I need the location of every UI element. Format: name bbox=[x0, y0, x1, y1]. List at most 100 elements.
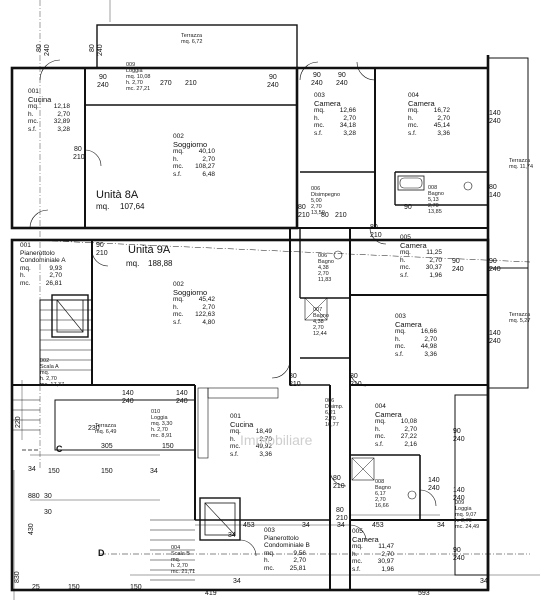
dim-label: 305 bbox=[101, 443, 113, 450]
elevator bbox=[199, 497, 241, 541]
dim-label: 80 bbox=[289, 373, 297, 380]
door bbox=[299, 61, 319, 81]
dim-label: 140 bbox=[489, 330, 501, 337]
door bbox=[239, 539, 257, 557]
dim-label: 210 bbox=[333, 483, 345, 490]
room-label: 005 Camera mq.11,47 h.2,70 mc.30,97 s.f.… bbox=[352, 528, 394, 573]
terrace bbox=[487, 267, 529, 389]
dim-label: 140 bbox=[489, 192, 501, 199]
dim-label: 80 bbox=[336, 507, 344, 514]
dim-label: 140 bbox=[428, 477, 440, 484]
door bbox=[91, 249, 109, 267]
dim-label: 90 bbox=[338, 72, 346, 79]
dim-label: 90 bbox=[453, 547, 461, 554]
unit-8a-title: Unità 8A bbox=[96, 189, 139, 201]
dim-label: 34 bbox=[233, 578, 241, 585]
room-name: Camera bbox=[400, 240, 427, 250]
dim-label: 240 bbox=[122, 398, 134, 405]
room-name: Camera bbox=[375, 409, 402, 419]
dim-label: 150 bbox=[162, 443, 174, 450]
door bbox=[349, 369, 367, 387]
dim-label: 453 bbox=[372, 522, 384, 529]
loggia bbox=[54, 399, 196, 451]
room-number: 002 bbox=[173, 281, 184, 288]
dim-label: 210 bbox=[185, 80, 197, 87]
dim-label: 80 bbox=[89, 44, 96, 52]
toilet bbox=[407, 490, 417, 500]
dim-label: 80 bbox=[350, 373, 358, 380]
dim-label: 34 bbox=[437, 522, 445, 529]
room-label: 003 Camera mq.12,66 h.2,70 mc.34,18 s.f.… bbox=[314, 92, 356, 137]
dim-label: 25 bbox=[32, 584, 40, 591]
shower bbox=[304, 297, 328, 321]
elevator bbox=[51, 294, 89, 338]
dim-label: 240 bbox=[267, 82, 279, 89]
dim-label: 419 bbox=[205, 590, 217, 597]
door bbox=[369, 227, 387, 245]
room-name: Camera bbox=[395, 319, 422, 329]
dim-label: 593 bbox=[418, 590, 430, 597]
room-number: 005 bbox=[400, 234, 411, 241]
room-number: 001 bbox=[230, 413, 241, 420]
dim-label: 240 bbox=[453, 436, 465, 443]
dim-label: 30 bbox=[44, 493, 52, 500]
room-number: 001 bbox=[28, 88, 39, 95]
dim-label: 80 bbox=[298, 204, 306, 211]
room-label: 005 Camera mq.11,25 h.2,70 mc.30,37 s.f.… bbox=[400, 234, 442, 279]
dim-label: 90 bbox=[452, 258, 460, 265]
room-number: 004 bbox=[375, 403, 386, 410]
room-label: 004 Camera mq.10,08 h.2,70 mc.27,22 s.f.… bbox=[375, 403, 417, 448]
unit-8a-mq: 107,64 bbox=[120, 202, 145, 211]
dim-label: 90 bbox=[489, 258, 497, 265]
dim-label: 80 bbox=[321, 212, 329, 219]
watermark: Immobiliare bbox=[240, 432, 313, 448]
dim-label: 140 bbox=[489, 110, 501, 117]
room-name: Camera bbox=[408, 98, 435, 108]
door bbox=[419, 489, 437, 507]
dim-label: 150 bbox=[48, 468, 60, 475]
shower bbox=[351, 457, 375, 481]
dim-label: 140 bbox=[122, 390, 134, 397]
dim-label: 150 bbox=[130, 584, 142, 591]
dim-label: 34 bbox=[28, 466, 36, 473]
room-name: Camera bbox=[314, 98, 341, 108]
kitchen-counter bbox=[207, 387, 279, 399]
dim-label: 90 bbox=[269, 74, 277, 81]
dim-label: 210 bbox=[289, 381, 301, 388]
landing-label: 001 Pianerottolo Condominiale A mq.9,93 … bbox=[20, 242, 66, 287]
dim-label: 80 bbox=[74, 146, 82, 153]
room-name: Soggiorno bbox=[173, 287, 208, 297]
dim-label: 453 bbox=[243, 522, 255, 529]
dim-label: 240 bbox=[428, 485, 440, 492]
dim-label: 240 bbox=[489, 338, 501, 345]
dim-label: 240 bbox=[44, 44, 51, 56]
unit-9a-mq-label: mq. bbox=[126, 259, 140, 268]
dim-label: 240 bbox=[336, 80, 348, 87]
dim-label: 90 bbox=[453, 428, 461, 435]
dim-label: 240 bbox=[97, 44, 104, 56]
dim-label: 80 bbox=[489, 184, 497, 191]
dim-label: 240 bbox=[311, 80, 323, 87]
dim-label: 80 bbox=[333, 475, 341, 482]
dim-label: 34 bbox=[337, 522, 345, 529]
dim-label: 240 bbox=[489, 118, 501, 125]
dim-label: 210 bbox=[298, 212, 310, 219]
unit-8a-mq-label: mq. bbox=[96, 202, 110, 211]
dim-label: 270 bbox=[160, 80, 172, 87]
dim-label: 210 bbox=[73, 154, 85, 161]
room-label: 002 Soggiorno mq.45,42 h.2,70 mc.122,63 … bbox=[173, 281, 215, 326]
unit-9a-mq: 188,88 bbox=[148, 259, 173, 268]
room-number: 004 bbox=[408, 92, 419, 99]
dim-label: 140 bbox=[176, 390, 188, 397]
room-number: 005 bbox=[352, 528, 363, 535]
